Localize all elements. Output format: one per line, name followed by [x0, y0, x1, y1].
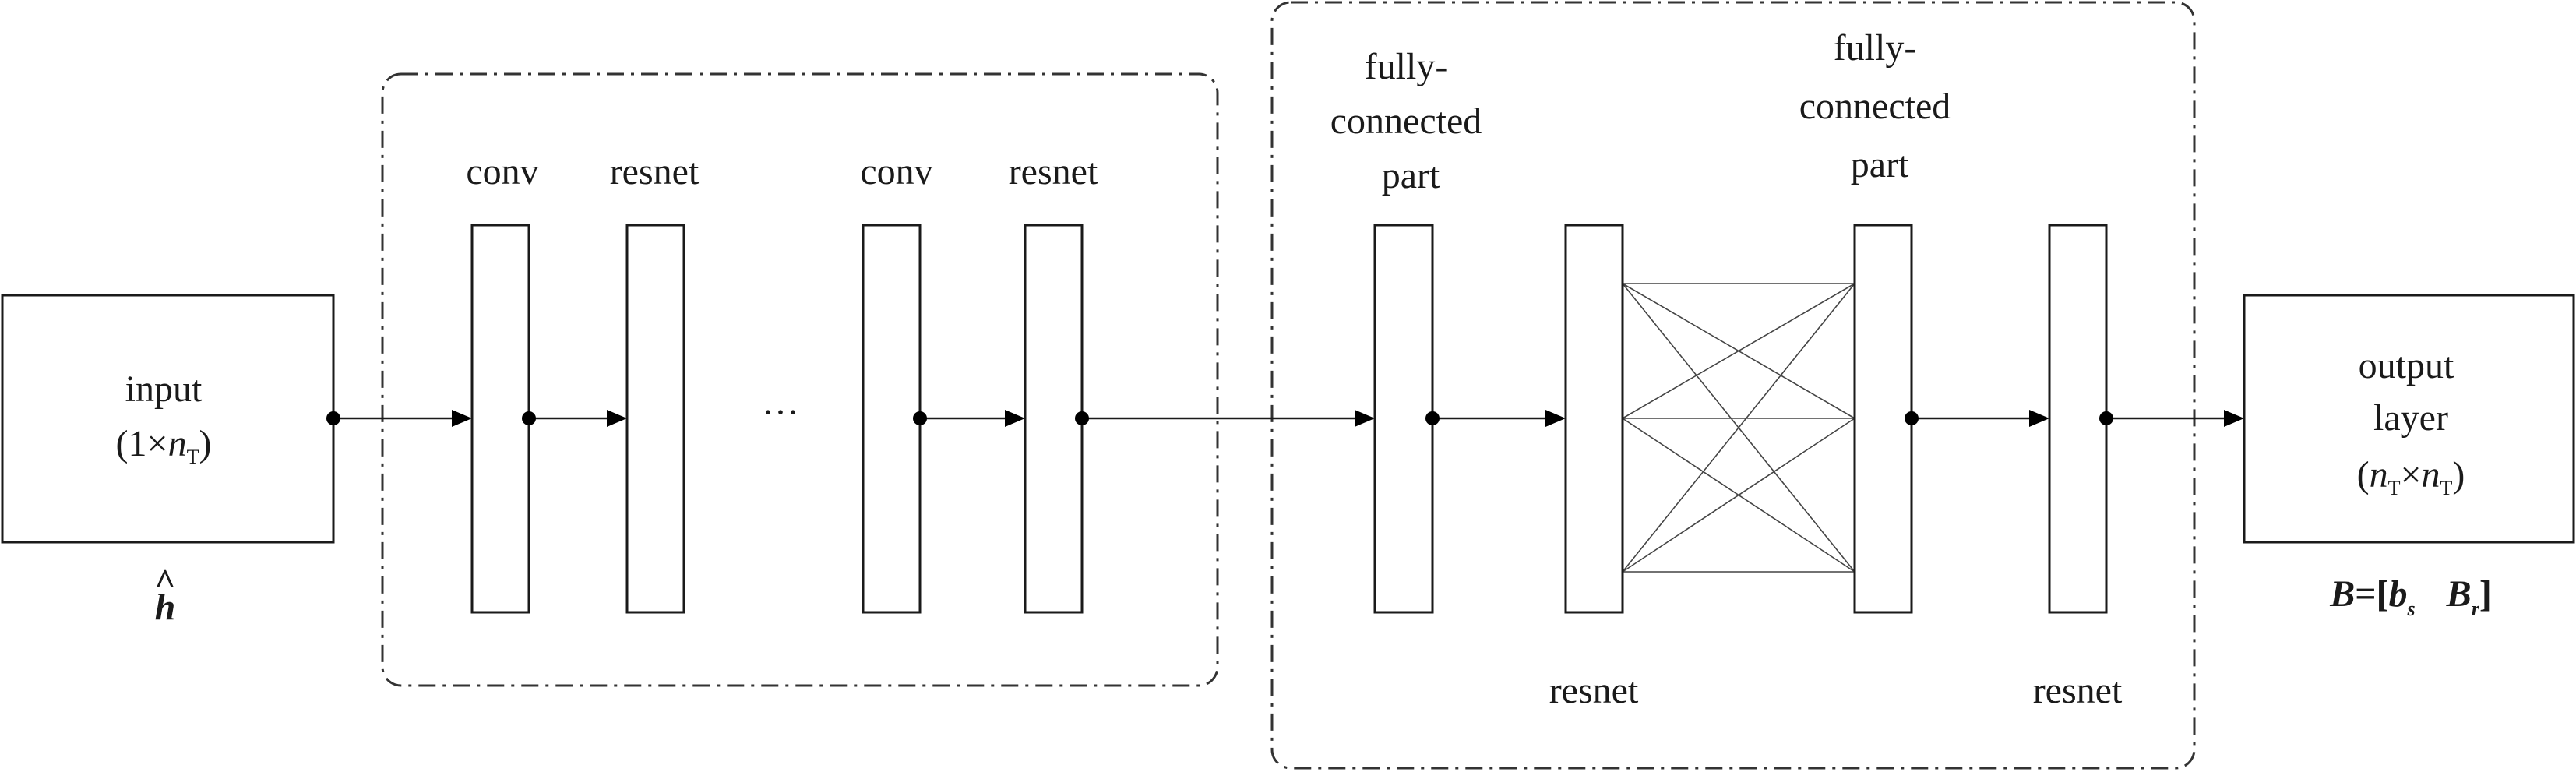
resnet-layer-4: [2048, 224, 2108, 614]
junction-dot-conv1: [522, 411, 536, 425]
arrow-resnet4: [2029, 410, 2049, 427]
arrow-resnet3: [1545, 410, 1566, 427]
conv-layer-1-label: conv: [466, 151, 538, 192]
resnet-layer-4-label: resnet: [2033, 670, 2123, 711]
output-shape: (nT×nT): [2357, 454, 2465, 499]
input-symbol-accent: ^: [154, 562, 176, 603]
junction-dot-resnet2: [1075, 411, 1089, 425]
input-shape: (1×nT): [116, 423, 212, 468]
junction-dot-input: [326, 411, 340, 425]
output-label: output layer: [2359, 345, 2464, 439]
arrow-resnet2: [1005, 410, 1025, 427]
conv-layer-2: [862, 224, 922, 614]
fc-layer-2: [1853, 224, 1913, 614]
input-box: [1, 294, 335, 544]
input-label: input: [125, 368, 203, 410]
output-box: [2243, 294, 2575, 544]
junction-dot-conv2: [913, 411, 927, 425]
resnet-layer-2-label: resnet: [1009, 151, 1098, 192]
junction-dot-resnet4: [2099, 411, 2113, 425]
arrow-resnet1: [607, 410, 627, 427]
resnet-layer-3: [1564, 224, 1624, 614]
arrow-conv1: [452, 410, 472, 427]
resnet-layer-1-label: resnet: [610, 151, 700, 192]
fc-layer-2-label: fully- connected part: [1799, 27, 1961, 185]
fully-connected-mesh: [1622, 283, 1855, 573]
conv-layer-2-label: conv: [860, 151, 932, 192]
resnet-layer-2: [1024, 224, 1084, 614]
resnet-layer-1: [625, 224, 685, 614]
input-symbol: h: [155, 587, 176, 628]
fc-group-frame: [1270, 1, 2196, 770]
arrow-fc1: [1355, 410, 1375, 427]
arrow-output: [2224, 410, 2244, 427]
junction-dot-fc1: [1425, 411, 1440, 425]
ellipsis: ···: [762, 392, 799, 433]
conv-layer-1: [470, 224, 530, 614]
junction-dot-fc2: [1905, 411, 1919, 425]
fc-layer-1: [1373, 224, 1434, 614]
resnet-layer-3-label: resnet: [1549, 670, 1639, 711]
conv-group-frame: [381, 72, 1219, 687]
fc-layer-1-label: fully- connected part: [1330, 46, 1492, 196]
